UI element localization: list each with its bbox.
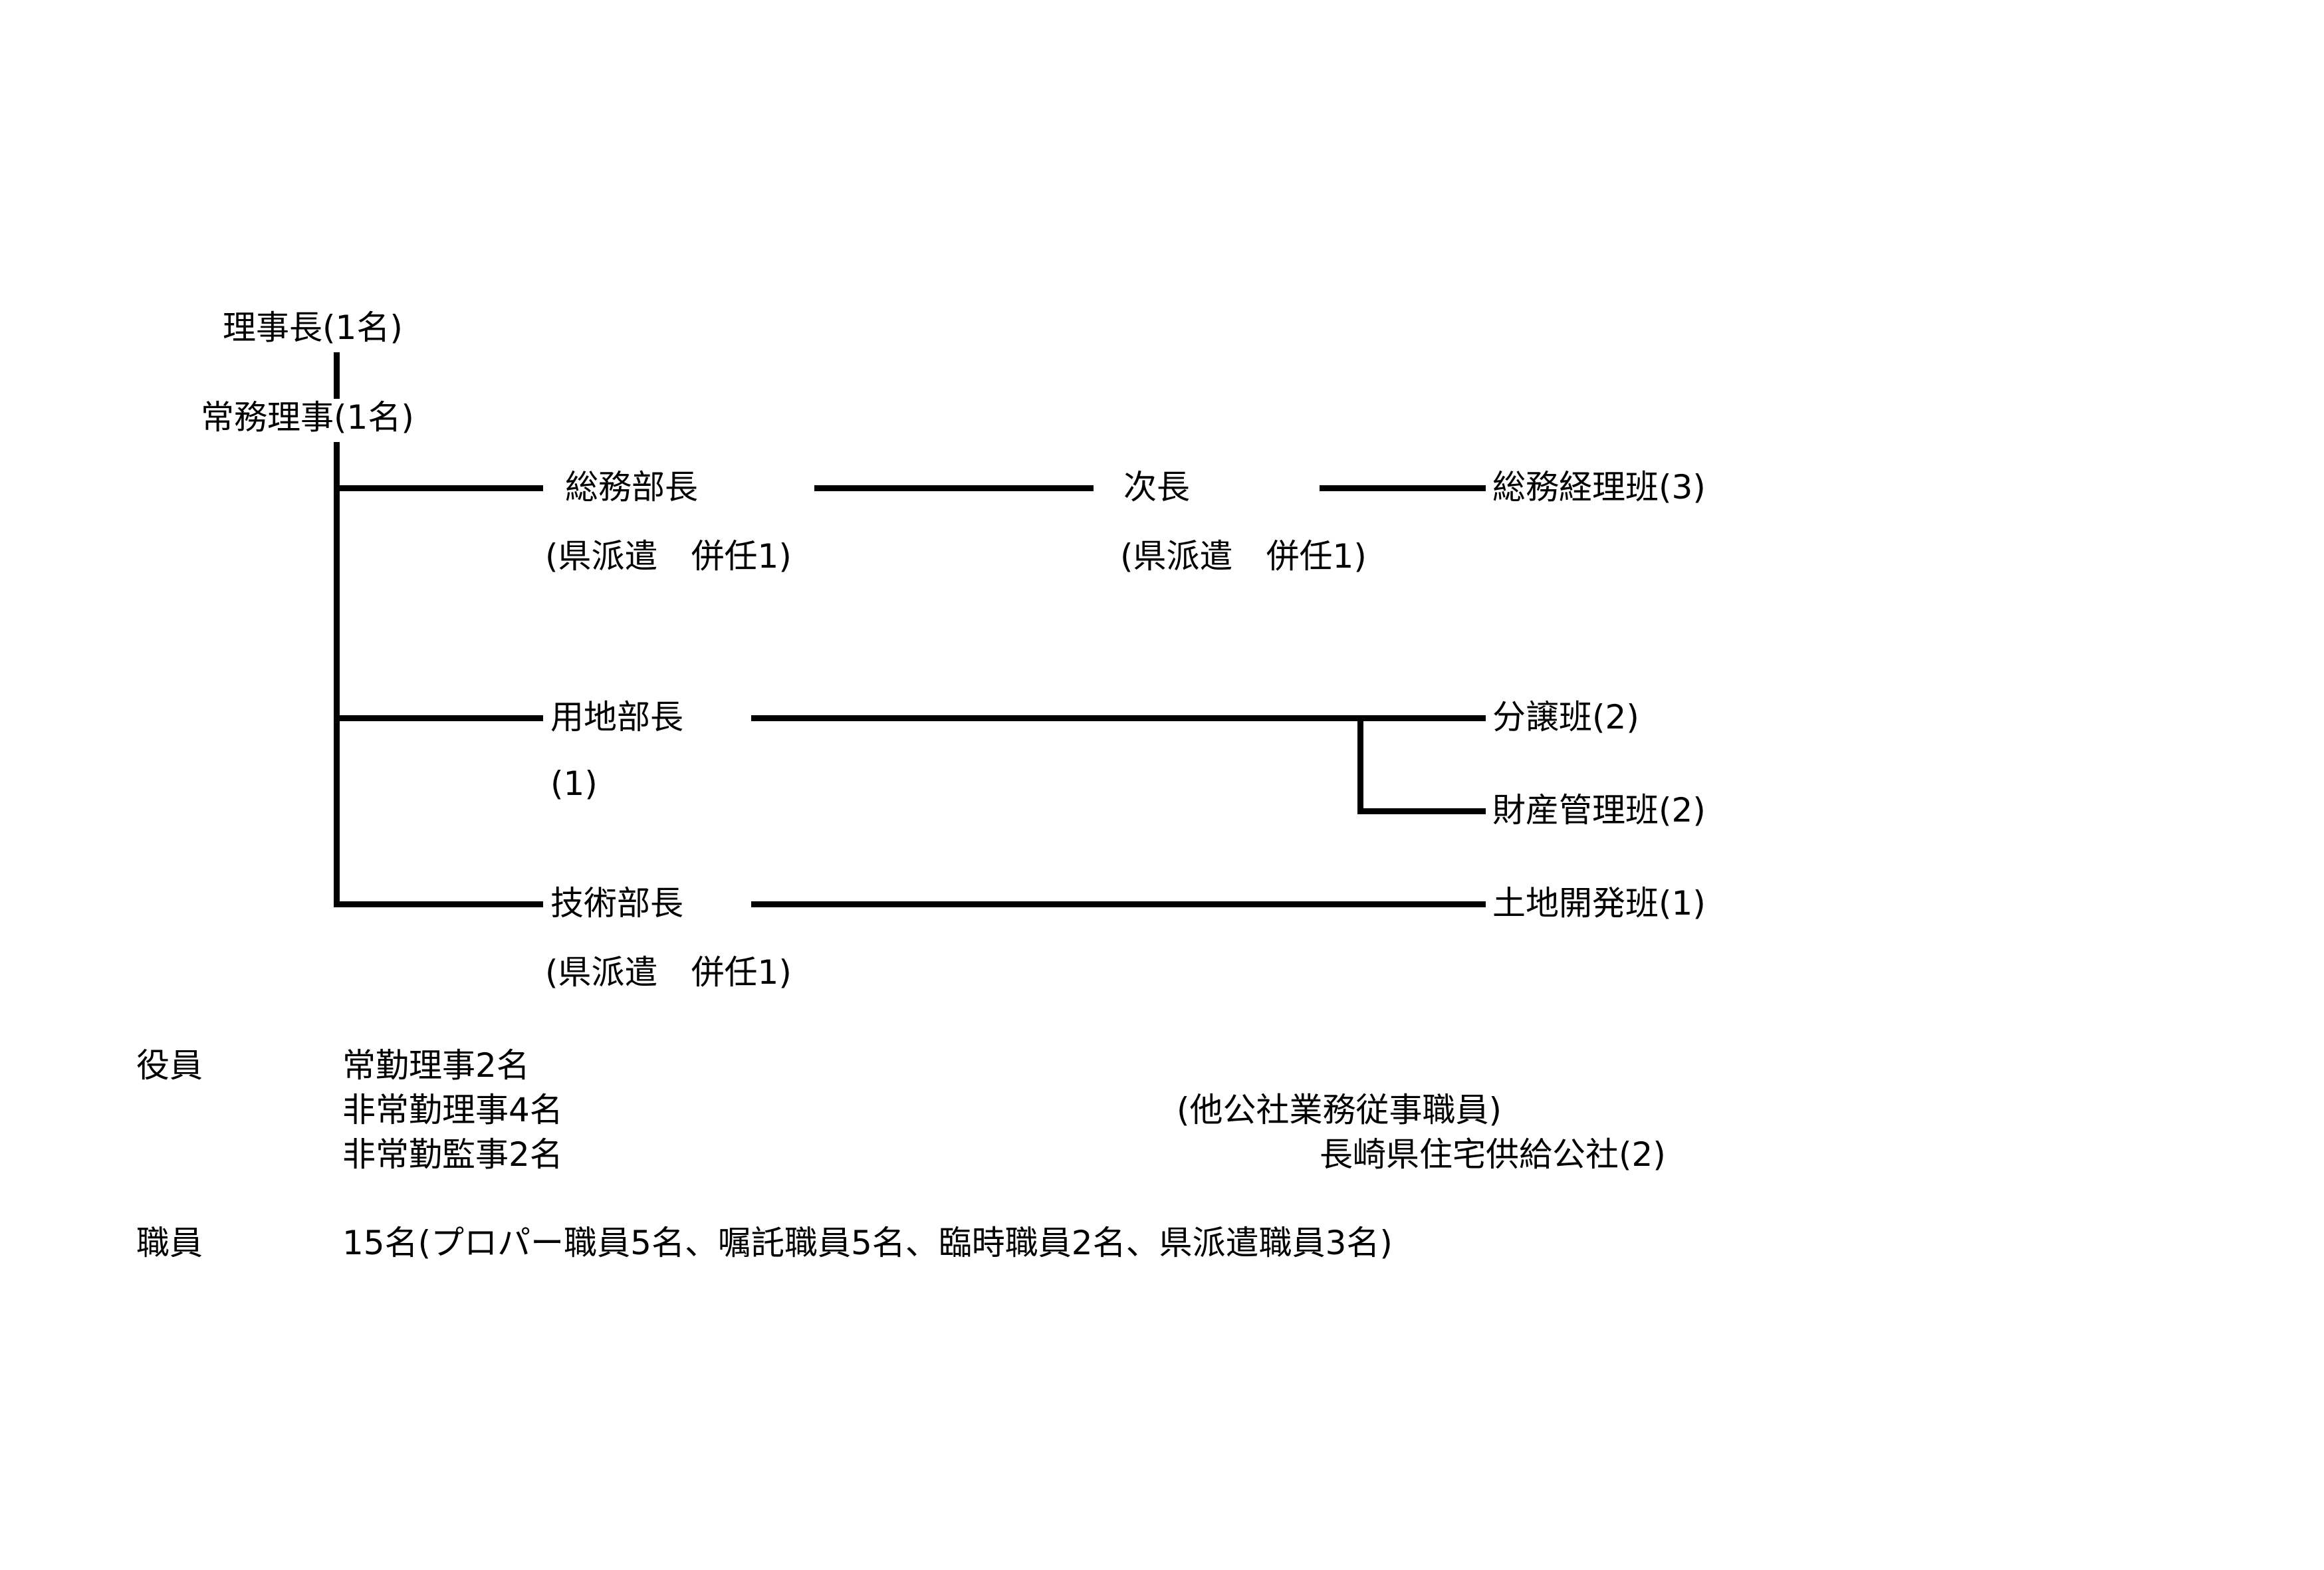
sub-branch-vertical — [1357, 715, 1363, 814]
other-corp-value: 長崎県住宅供給公社(2) — [1320, 1135, 1666, 1174]
sales-team-node: 分譲班(2) — [1492, 698, 1639, 736]
deputy-head-note: (県派遣 併任1) — [1120, 537, 1367, 576]
other-corp-heading: (他公社業務従事職員) — [1177, 1091, 1502, 1129]
general-affairs-head-title: 総務部長 — [565, 468, 698, 506]
staff-value: 15名(プロパー職員5名、嘱託職員5名、臨時職員2名、県派遣職員3名) — [342, 1224, 1393, 1262]
officers-label: 役員 — [136, 1046, 203, 1085]
branch-line-general-affairs — [334, 485, 543, 491]
chairman-node: 理事長(1名) — [223, 308, 403, 347]
connector-deputy-to-team — [1320, 485, 1486, 491]
officers-line-part-time-directors: 非常勤理事4名 — [342, 1091, 563, 1129]
trunk-line-main — [334, 442, 340, 907]
general-accounting-team-node: 総務経理班(3) — [1492, 468, 1706, 506]
land-head-note: (1) — [550, 764, 598, 803]
officers-line-full-time: 常勤理事2名 — [342, 1046, 530, 1085]
officers-line-part-time-auditors: 非常勤監事2名 — [342, 1135, 563, 1174]
trunk-line-upper — [334, 352, 340, 399]
connector-technical-to-land-dev — [751, 901, 1486, 907]
connector-general-to-deputy — [814, 485, 1094, 491]
technical-head-title: 技術部長 — [550, 884, 683, 923]
land-development-team-node: 土地開発班(1) — [1492, 884, 1706, 923]
deputy-head-title: 次長 — [1123, 468, 1190, 506]
branch-line-technical — [334, 901, 543, 907]
land-head-title: 用地部長 — [550, 698, 683, 736]
branch-line-land — [334, 715, 543, 721]
staff-label: 職員 — [136, 1224, 203, 1262]
executive-director-node: 常務理事(1名) — [201, 398, 414, 437]
general-affairs-head-note: (県派遣 併任1) — [545, 537, 792, 576]
property-team-node: 財産管理班(2) — [1492, 791, 1706, 830]
technical-head-note: (県派遣 併任1) — [545, 953, 792, 992]
connector-to-property — [1357, 808, 1486, 814]
connector-land-to-sales — [751, 715, 1486, 721]
